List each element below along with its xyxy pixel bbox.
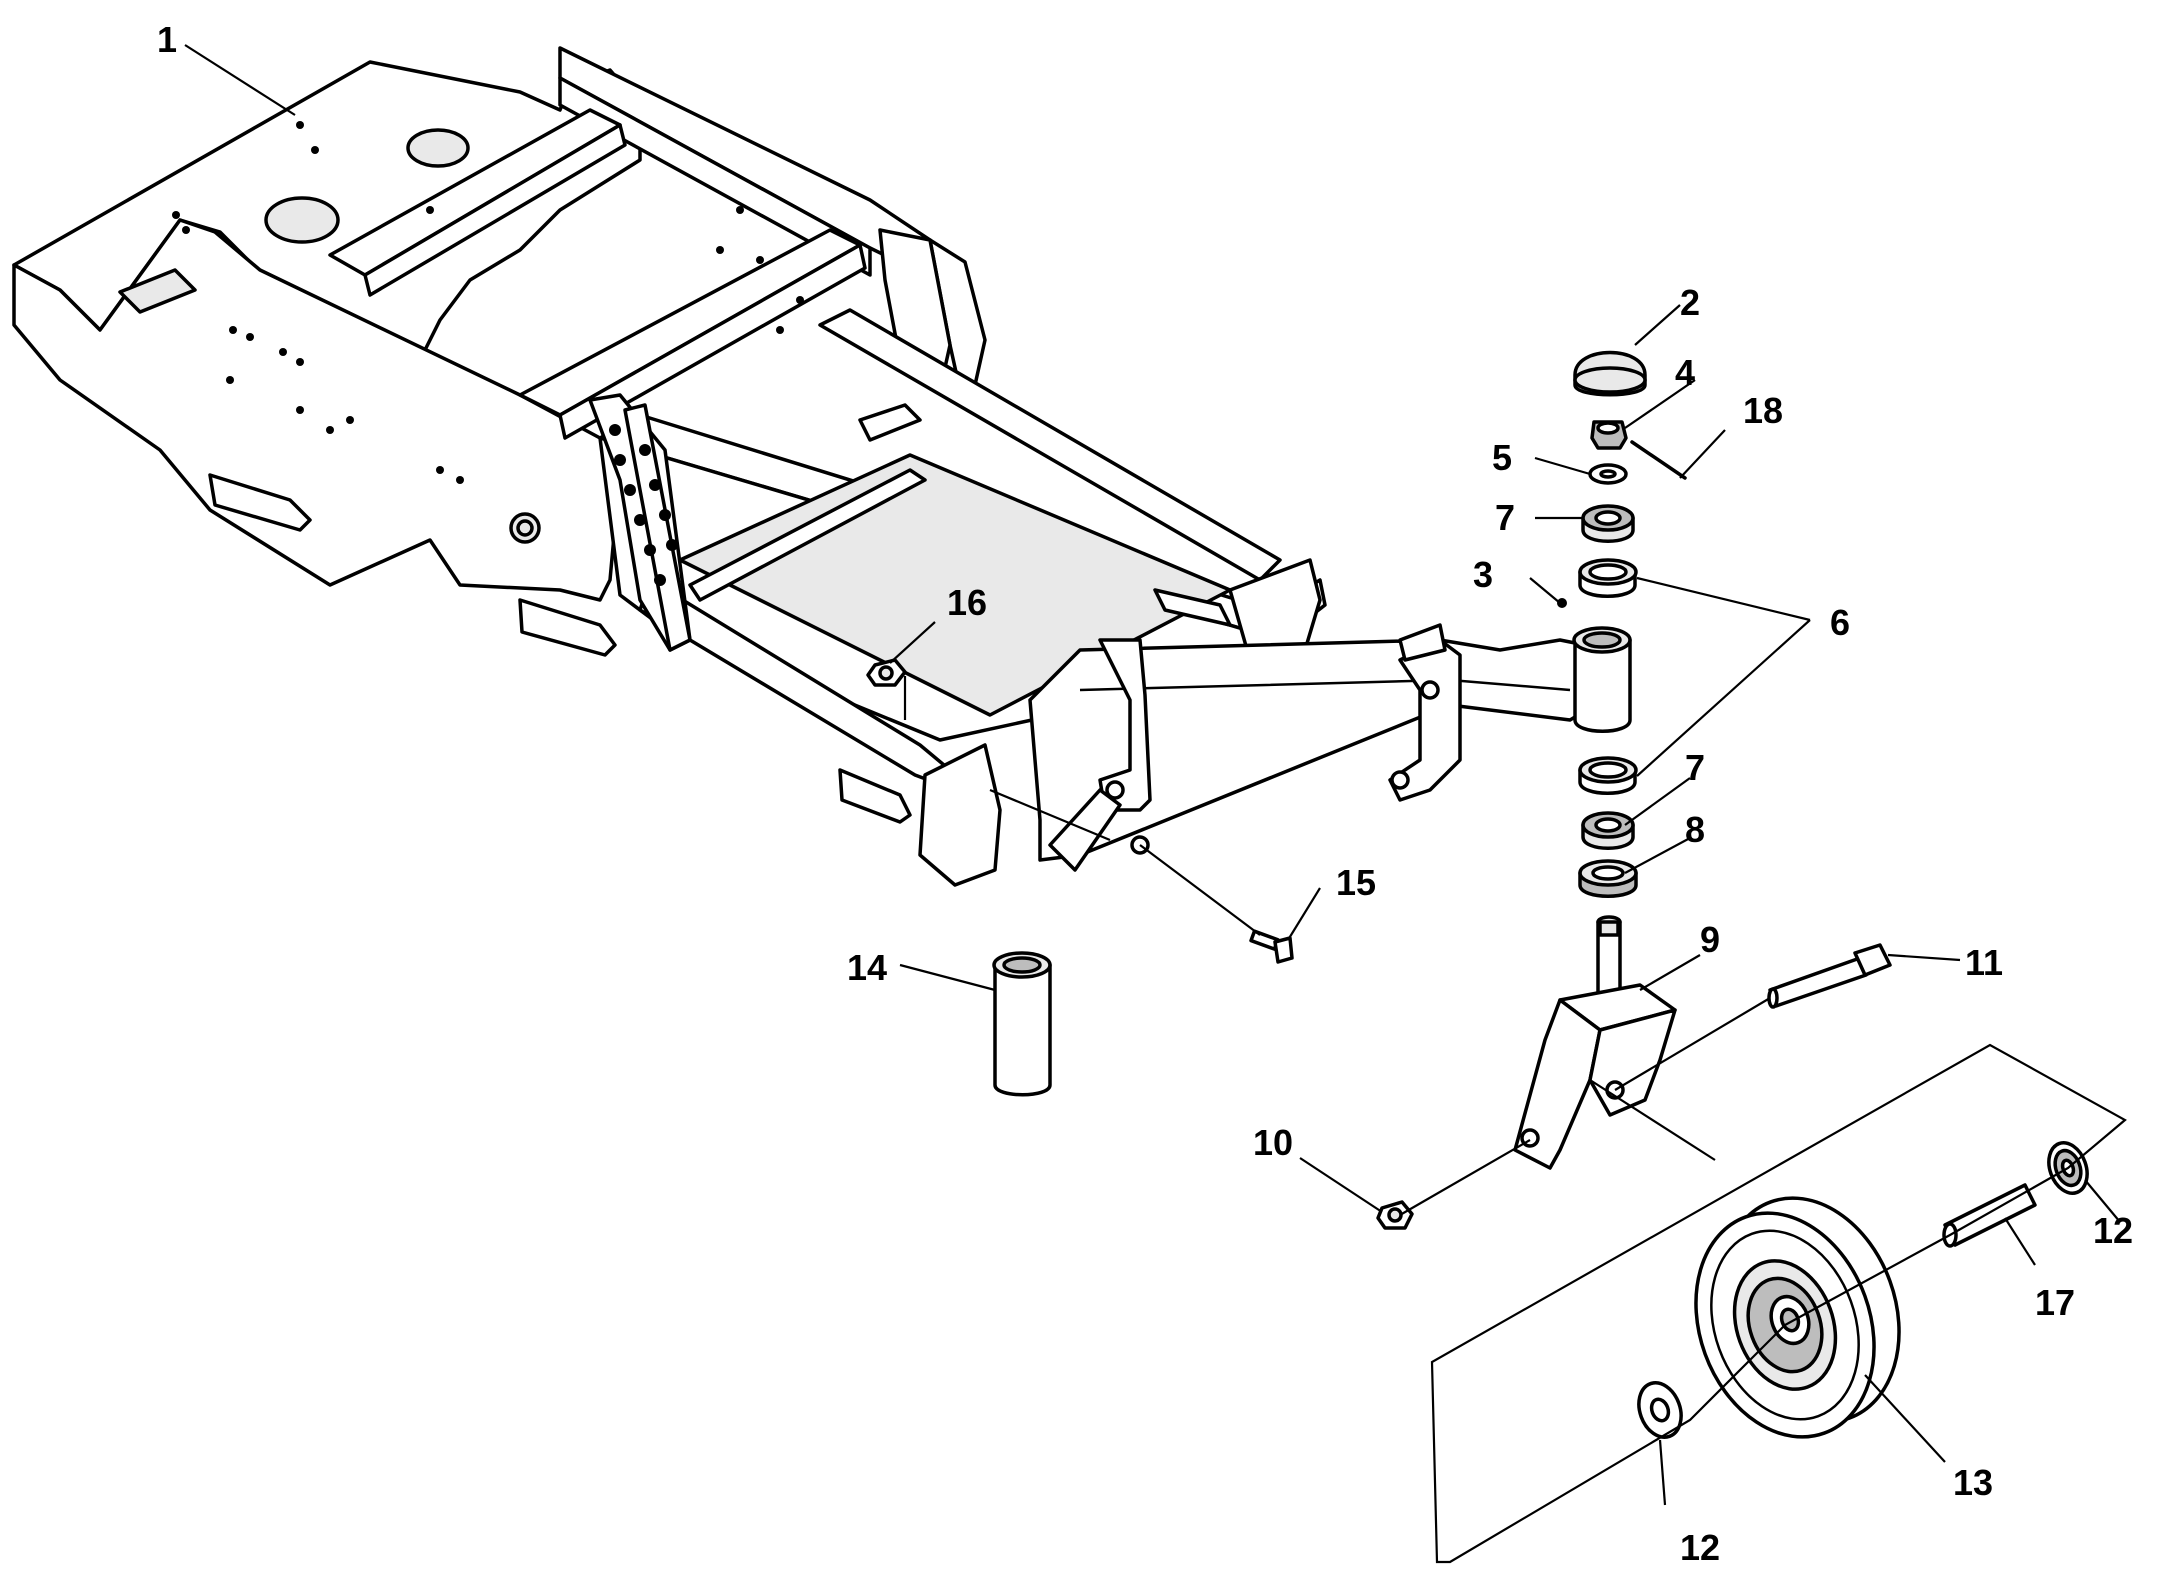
cotter-pin-18: [1630, 440, 1687, 480]
callout-8: 8: [1685, 809, 1705, 850]
callout-labels: 1 2 3 4 5 6 7 7 8 9 10 11 12 12 13 14 15…: [157, 19, 2133, 1568]
washer-5: [1588, 463, 1628, 485]
callout-12-right: 12: [2093, 1210, 2133, 1251]
callout-1: 1: [157, 19, 177, 60]
callout-15: 15: [1336, 862, 1376, 903]
callout-5: 5: [1492, 437, 1512, 478]
nut-16: [866, 658, 907, 687]
callout-3: 3: [1473, 554, 1493, 595]
lock-nut-10: [1376, 1200, 1414, 1230]
assembly-lines: [903, 676, 2127, 1564]
frame-holes: [172, 121, 804, 484]
callout-4: 4: [1675, 352, 1695, 393]
callout-leaders: [184, 44, 2121, 1506]
callout-14: 14: [847, 947, 887, 988]
caster-fork-9: [1513, 915, 1677, 1170]
castle-nut-4: [1590, 420, 1628, 450]
callout-13: 13: [1953, 1462, 1993, 1503]
callout-11: 11: [1965, 942, 2003, 983]
callout-7-upper: 7: [1495, 497, 1515, 538]
bracket-plate-holes: [609, 424, 678, 586]
grease-fitting-3: [1557, 598, 1567, 608]
callout-18: 18: [1743, 390, 1783, 431]
bearing-cup-6-upper: [1578, 558, 1638, 598]
callout-17: 17: [2035, 1282, 2075, 1323]
bearing-7-lower: [1581, 811, 1635, 850]
callout-10: 10: [1253, 1122, 1293, 1163]
caster-arm-assembly: [992, 623, 1632, 1097]
callout-6: 6: [1830, 602, 1850, 643]
bolt-15: [1249, 929, 1294, 964]
callout-7-lower: 7: [1685, 747, 1705, 788]
dust-cap-2: [1573, 350, 1647, 397]
bearing-7-upper: [1581, 504, 1635, 543]
callout-12-left: 12: [1680, 1527, 1720, 1568]
callout-2: 2: [1680, 282, 1700, 323]
wheel-bearing-12-left: [1637, 1381, 1683, 1439]
main-frame: [12, 46, 1327, 887]
bearing-cup-6-lower: [1578, 756, 1638, 795]
axle-bolt-11: [1767, 943, 1892, 1009]
seal-8: [1578, 859, 1638, 898]
callout-16: 16: [947, 582, 987, 623]
callout-9: 9: [1700, 919, 1720, 960]
